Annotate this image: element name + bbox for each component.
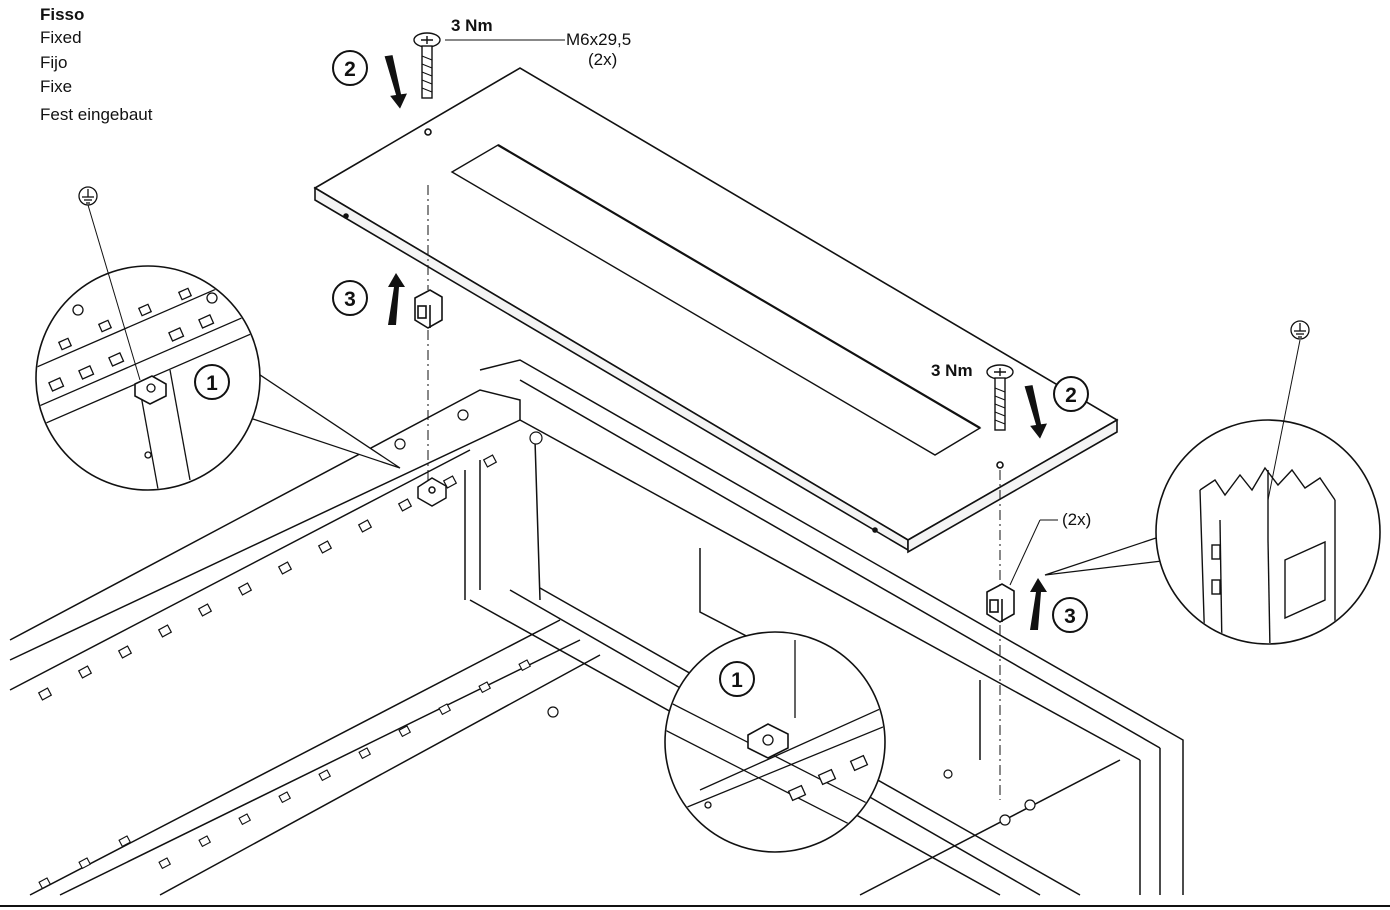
step-badge-1-bottom: 1 (719, 661, 755, 697)
svg-text:3: 3 (344, 288, 356, 311)
clip-right-icon (986, 583, 1015, 623)
step-badge-1-left: 1 (194, 364, 230, 400)
ground-symbol-icon (78, 186, 98, 206)
clip-on-rail-icon (417, 477, 447, 507)
cover-panel (313, 67, 1119, 554)
leader-lines (445, 39, 1058, 586)
clip-left-icon (414, 289, 443, 329)
detail-circle-right (1044, 320, 1381, 645)
legend-translation-en: Fixed (40, 28, 82, 47)
svg-text:2: 2 (1065, 384, 1077, 407)
svg-text:1: 1 (206, 372, 218, 395)
torque-label-right: 3 Nm (931, 361, 973, 380)
legend-heading: Fisso (40, 5, 85, 24)
torque-label-top: 3 Nm (451, 16, 493, 35)
screw-top-icon (413, 32, 441, 99)
svg-text:1: 1 (731, 669, 743, 692)
clip-qty-label: (2x) (1062, 510, 1092, 529)
screw-qty-label: (2x) (588, 50, 618, 69)
floor-rail-perforations (38, 659, 532, 890)
step-badge-2-right: 2 (1053, 376, 1089, 412)
step-badge-3-left: 3 (332, 280, 368, 316)
rail-perforations (37, 409, 1036, 826)
detail-circle-left (35, 186, 401, 491)
svg-text:2: 2 (344, 58, 356, 81)
detail-circle-bottom (664, 631, 886, 853)
ground-symbol-icon-right (1290, 320, 1310, 340)
screw-right-icon (986, 364, 1014, 431)
legend-translation-de: Fest eingebaut (40, 105, 153, 124)
screw-spec-label: M6x29,5 (566, 30, 632, 49)
step-badge-2-top: 2 (332, 50, 368, 86)
svg-text:3: 3 (1064, 605, 1076, 628)
legend-translation-es: Fijo (40, 53, 68, 72)
guide-lines (427, 185, 1001, 800)
step-badge-3-right: 3 (1052, 597, 1088, 633)
legend-translation-fr: Fixe (40, 77, 73, 96)
